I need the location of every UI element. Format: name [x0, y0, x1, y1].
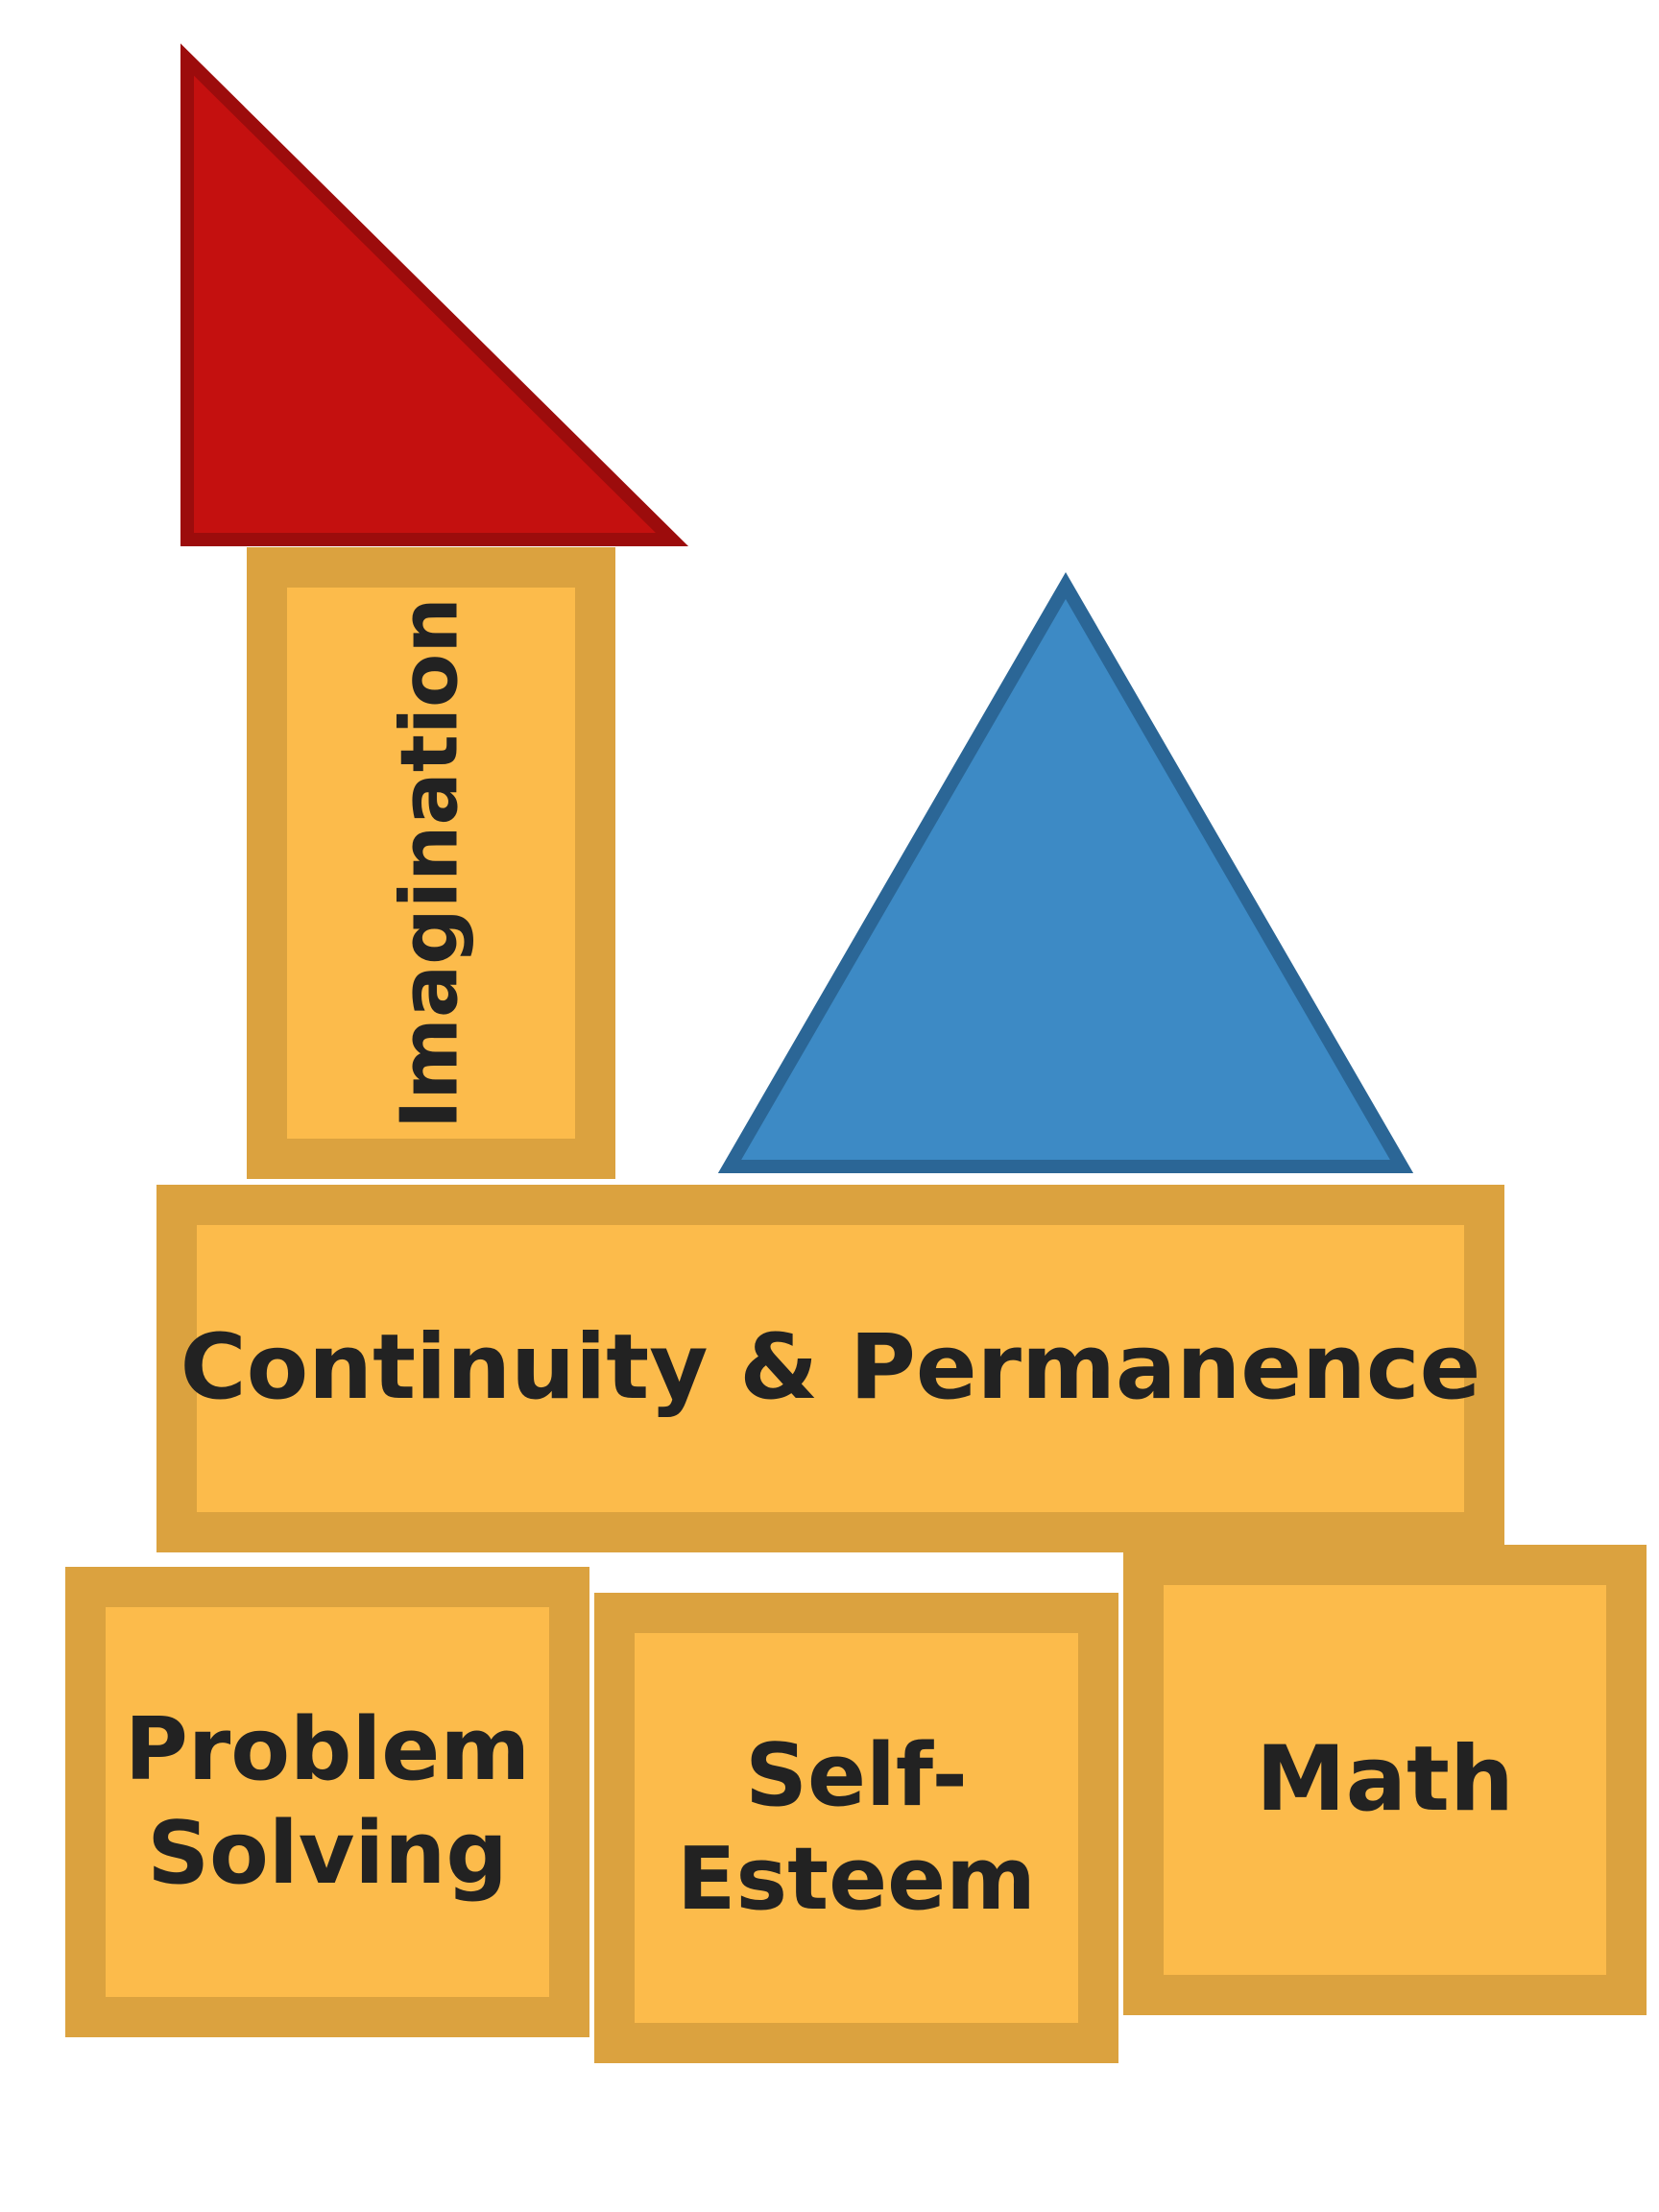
problem-solving-line-2: Solving: [147, 1803, 508, 1904]
problem-solving-block: Problem Solving: [65, 1567, 589, 2037]
self-esteem-line-2: Esteem: [677, 1829, 1036, 1930]
self-esteem-label: Self- Esteem: [677, 1724, 1036, 1932]
imagination-label: Imagination: [384, 597, 476, 1129]
blue-triangle-block: [717, 572, 1414, 1173]
self-esteem-line-1: Self-: [745, 1725, 968, 1826]
problem-solving-line-1: Problem: [124, 1699, 531, 1800]
continuity-permanence-label: Continuity & Permanence: [180, 1315, 1481, 1421]
math-block: Math: [1123, 1545, 1647, 2015]
imagination-block: Imagination: [247, 547, 615, 1179]
red-triangle-block: [180, 43, 689, 546]
self-esteem-block: Self- Esteem: [594, 1593, 1118, 2063]
problem-solving-label: Problem Solving: [125, 1698, 530, 1906]
continuity-permanence-block: Continuity & Permanence: [156, 1185, 1504, 1552]
math-label: Math: [1256, 1726, 1514, 1832]
